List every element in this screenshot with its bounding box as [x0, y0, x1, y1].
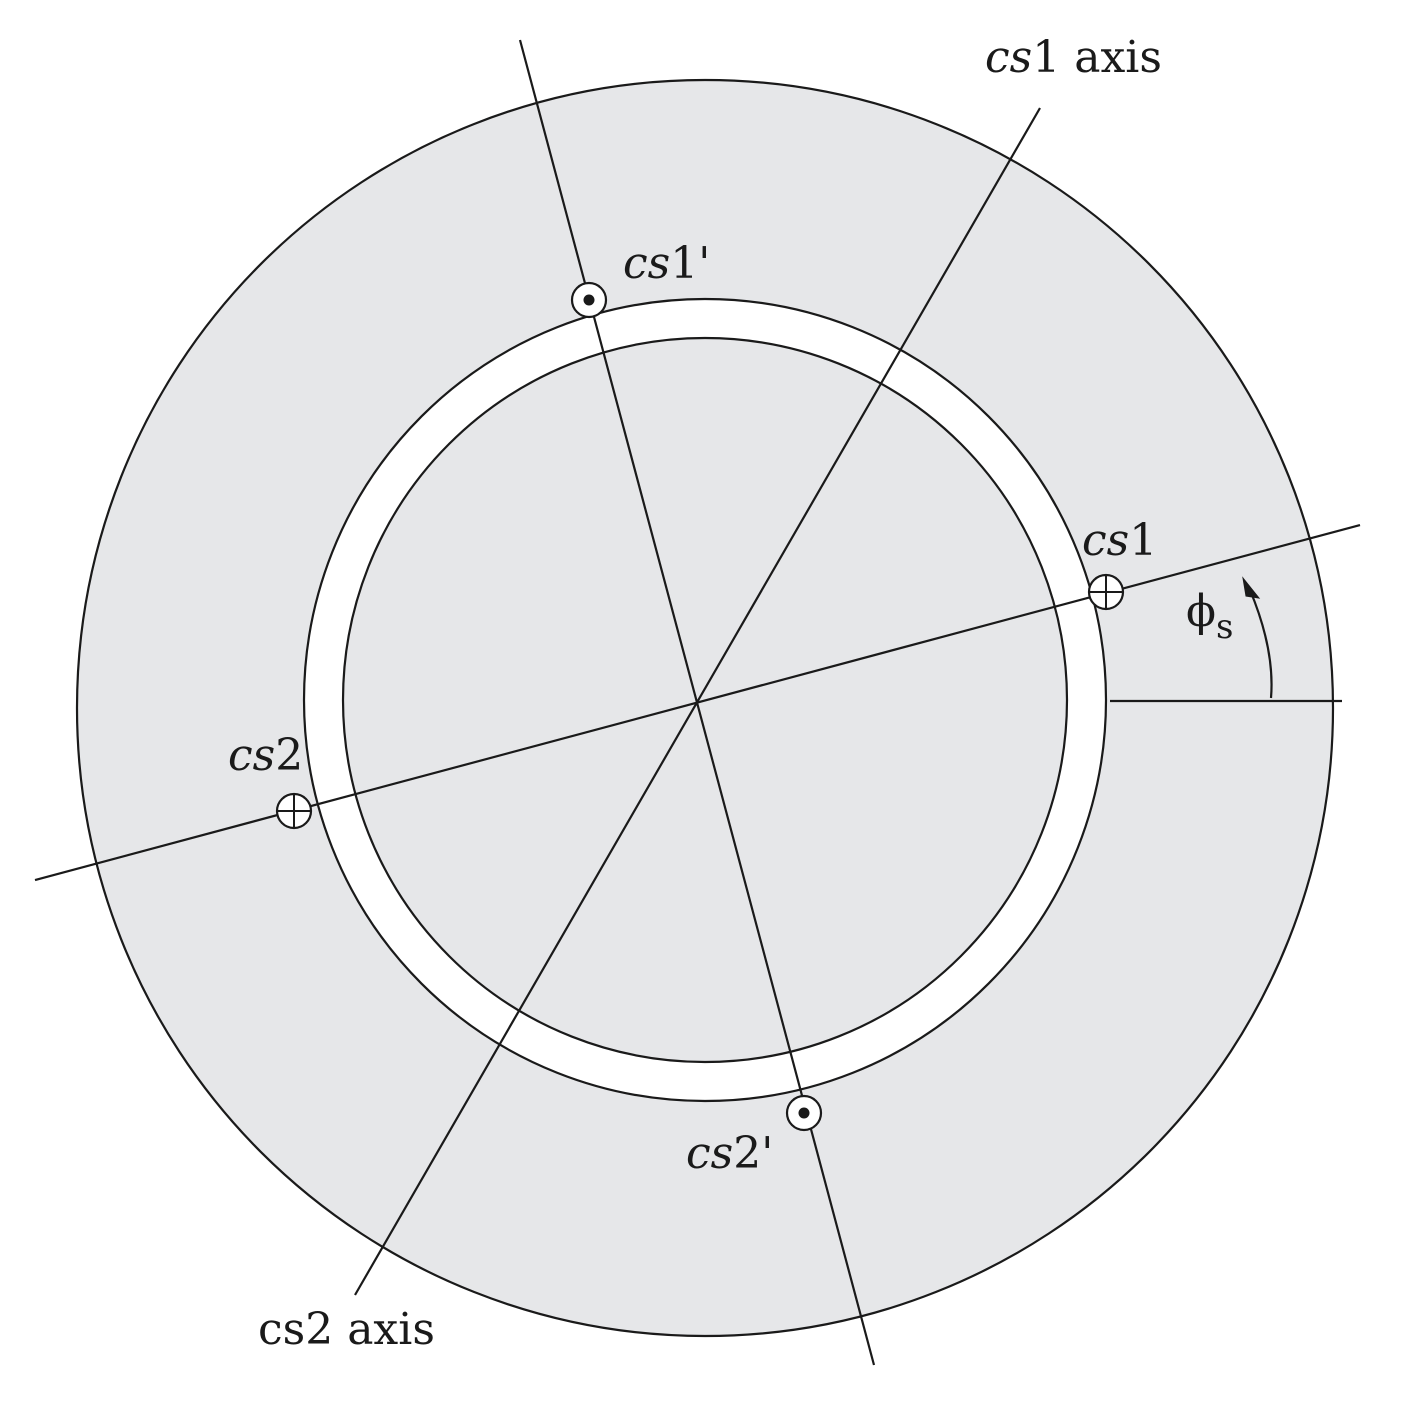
- cs1-axis-label: cs1 axis: [985, 32, 1162, 83]
- cs1-label: cs1: [1082, 515, 1157, 566]
- cs2-label: cs2: [228, 730, 303, 781]
- conductor-cs1: [1087, 573, 1125, 611]
- conductor-cs2p: [785, 1094, 823, 1132]
- conductor-cs1p: [570, 281, 608, 319]
- phi-arrowhead: [1242, 576, 1261, 599]
- cs2-axis-label: cs2 axis: [258, 1304, 435, 1355]
- cs2p-label: cs2': [686, 1128, 773, 1179]
- conductor-cs2: [275, 792, 313, 830]
- cs1p-label: cs1': [623, 238, 710, 289]
- phi-s-label: ϕs: [1186, 586, 1233, 647]
- phi-arc: [1248, 589, 1273, 699]
- cs2-cs1-line: [34, 523, 1361, 882]
